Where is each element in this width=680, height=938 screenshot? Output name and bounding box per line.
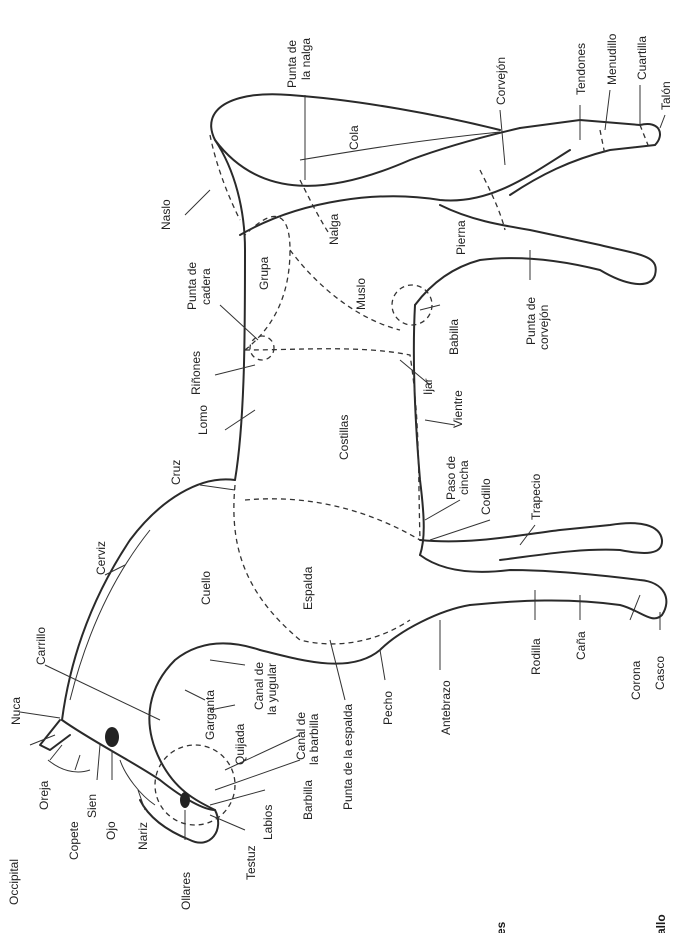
label-oreja: Oreja [37, 780, 51, 810]
label-punta-nalga-2: la nalga [299, 38, 313, 80]
label-corvejon: Corvejón [494, 57, 508, 105]
label-nuca: Nuca [9, 697, 23, 725]
label-garganta: Garganta [203, 690, 217, 740]
label-grupa: Grupa [257, 256, 271, 290]
label-costillas: Costillas [337, 415, 351, 460]
label-canal-barbilla-2: la barbilla [307, 713, 321, 765]
label-cuartilla: Cuartilla [635, 36, 649, 80]
label-nariz: Nariz [136, 822, 150, 850]
label-cerviz: Cerviz [94, 541, 108, 575]
label-trapecio: Trapecio [529, 473, 543, 520]
label-codillo: Codillo [479, 478, 493, 515]
label-menudillo: Menudillo [605, 33, 619, 85]
label-cana: Caña [574, 631, 588, 660]
label-vientre: Vientre [451, 390, 465, 428]
region-dividers [155, 125, 650, 825]
label-cola: Cola [347, 125, 361, 150]
label-paso-cincha-2: cincha [457, 460, 471, 495]
label-punta-corvejon-2: corvejón [537, 305, 551, 350]
label-casco: Casco [653, 656, 667, 690]
label-sien: Sien [85, 794, 99, 818]
label-canal-barbilla-1: Canal de [294, 712, 308, 760]
label-punta-cadera-2: cadera [199, 268, 213, 305]
label-quijada: Quijada [233, 723, 247, 765]
label-canal-yugular-2: la yugular [265, 663, 279, 715]
label-punta-cadera-1: Punta de [185, 262, 199, 310]
label-barbilla: Barbilla [301, 780, 315, 820]
label-labios: Labios [261, 805, 275, 840]
label-rinones: Riñones [189, 351, 203, 395]
label-ijar: Ijar [421, 378, 435, 395]
nostril-mark [180, 792, 190, 808]
title-word-2: allo [654, 914, 668, 933]
label-testuz: Testuz [244, 845, 258, 880]
title-text: es allo [494, 914, 668, 933]
label-nalga: Nalga [327, 213, 341, 245]
label-cuello: Cuello [199, 571, 213, 605]
label-talon: Talón [659, 81, 673, 110]
label-canal-yugular-1: Canal de [252, 662, 266, 710]
label-antebrazo: Antebrazo [439, 680, 453, 735]
label-punta-nalga-1: Punta de [285, 40, 299, 88]
label-occipital: Occipital [7, 859, 21, 905]
label-espalda: Espalda [301, 566, 315, 610]
label-rodilla: Rodilla [529, 638, 543, 675]
label-cruz: Cruz [169, 460, 183, 485]
labels: Occipital Nuca Oreja Carrillo Copete Sie… [7, 33, 673, 910]
label-carrillo: Carrillo [34, 627, 48, 665]
label-pecho: Pecho [381, 691, 395, 725]
label-punta-espalda: Punta de la espalda [341, 704, 355, 810]
label-punta-corvejon-1: Punta de [524, 297, 538, 345]
label-corona: Corona [629, 660, 643, 700]
label-copete: Copete [67, 821, 81, 860]
label-paso-cincha-1: Paso de [444, 456, 458, 500]
label-muslo: Muslo [354, 278, 368, 310]
label-pierna: Pierna [454, 220, 468, 255]
label-naslo: Naslo [159, 199, 173, 230]
label-lomo: Lomo [196, 405, 210, 435]
title-word-1: es [494, 921, 508, 933]
label-tendones: Tendones [574, 43, 588, 95]
label-babilla: Babilla [447, 319, 461, 355]
eye-mark [105, 727, 119, 747]
label-ojo: Ojo [104, 821, 118, 840]
label-ollares: Ollares [179, 872, 193, 910]
